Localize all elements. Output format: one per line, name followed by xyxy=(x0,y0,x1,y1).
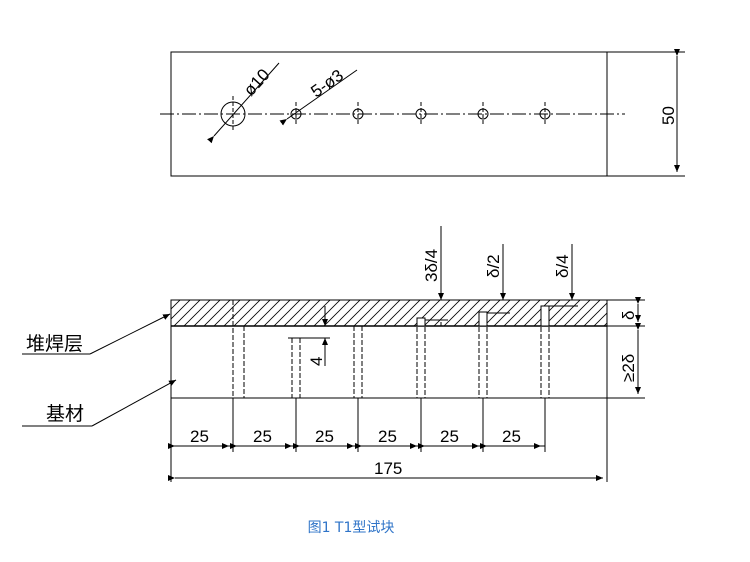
front-view xyxy=(22,226,645,482)
spacing-dim: 25 xyxy=(502,427,521,446)
height-dim-label: 50 xyxy=(659,106,678,125)
spacing-dim: 25 xyxy=(315,427,334,446)
base-material-label: 基材 xyxy=(46,403,84,425)
base-thickness-dim: ≥2δ xyxy=(619,354,638,382)
overlay-thickness-dim: δ xyxy=(619,311,638,320)
base-material xyxy=(170,325,608,399)
depth-dim-3-4: 3δ/4 xyxy=(422,249,441,282)
small-holes-leader xyxy=(279,69,358,126)
depth-4-dim-label: 4 xyxy=(307,357,326,366)
top-view xyxy=(160,49,685,177)
depth-dim-1-4: δ/4 xyxy=(553,254,572,278)
figure-caption: 图1 T1型试块 xyxy=(307,520,395,536)
spacing-dim: 25 xyxy=(190,427,209,446)
small-holes-dim-label: 5-ø3 xyxy=(307,66,347,102)
large-hole-leader xyxy=(207,62,280,144)
total-length-dim: 175 xyxy=(374,459,402,478)
large-hole-dim-label: ø10 xyxy=(240,65,274,99)
spacing-dim: 25 xyxy=(253,427,272,446)
overlay-layer-label: 堆焊层 xyxy=(26,333,83,355)
spacing-dim: 25 xyxy=(378,427,397,446)
spacing-dim: 25 xyxy=(440,427,459,446)
depth-dim-1-2: δ/2 xyxy=(484,254,503,278)
